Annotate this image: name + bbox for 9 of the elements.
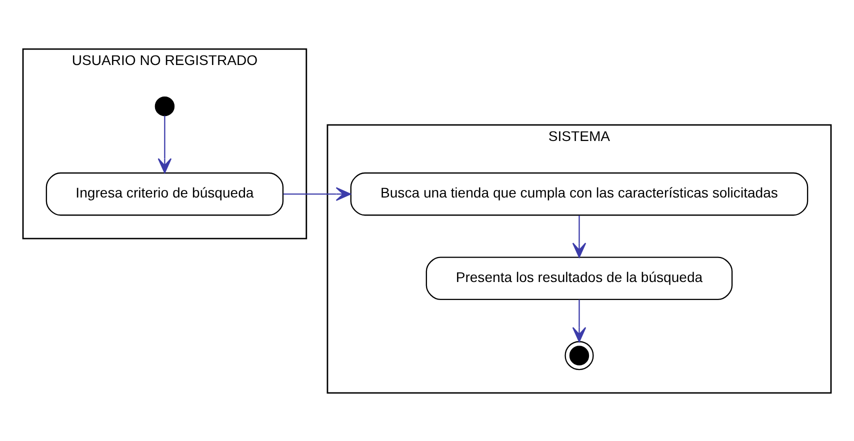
arrow [572, 299, 586, 342]
arrow [158, 115, 172, 173]
node-circle [154, 96, 175, 116]
node-box: Ingresa criterio de búsqueda [46, 172, 284, 216]
node-circle [564, 340, 594, 370]
node-box: Busca una tienda que cumpla con las características solicitadas [350, 172, 808, 216]
arrow [283, 186, 351, 200]
arrow [572, 215, 586, 258]
node-box: Presenta los resultados de la búsqueda [426, 256, 733, 300]
